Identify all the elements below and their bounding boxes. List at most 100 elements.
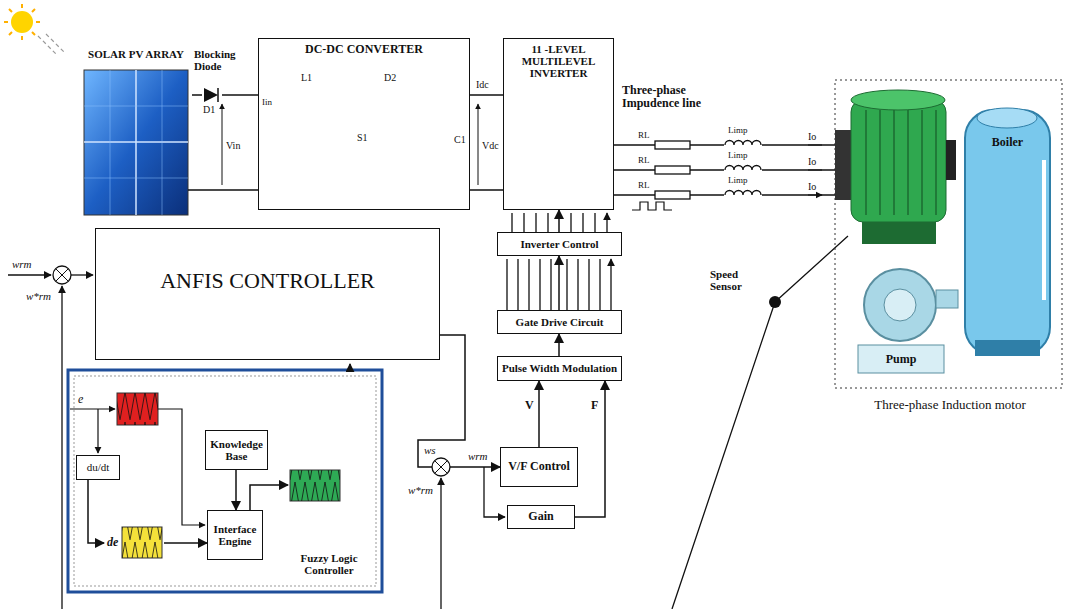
membership-function-plot — [117, 393, 158, 425]
sun-icon — [4, 4, 40, 40]
membership-function-plot — [290, 470, 340, 501]
inductor-symbol — [725, 191, 761, 196]
summing-junction — [432, 458, 450, 476]
connector — [558, 210, 560, 232]
part-name: D2 — [384, 72, 396, 83]
pump-illustration — [936, 290, 958, 308]
node-text: 11 -LEVEL MULTILEVEL INVERTER — [507, 43, 610, 79]
resistor-symbol — [655, 166, 690, 174]
part-name: Limp — [728, 126, 748, 136]
inductor-symbol — [724, 164, 762, 171]
part-name: RL — [638, 156, 650, 166]
signal-name: Idc — [476, 79, 489, 90]
connector — [88, 480, 104, 543]
diode-symbol — [217, 88, 219, 102]
node-text: Pulse Width Modulation — [502, 362, 617, 374]
inductor-symbol — [724, 139, 762, 146]
diode-symbol — [202, 86, 222, 104]
fuzzy-inset-frame — [68, 370, 382, 592]
pv-panel-illustration — [84, 70, 188, 215]
voltage-arrow — [222, 104, 223, 185]
membership-function-plot — [117, 393, 158, 425]
signal-name: Io — [808, 131, 816, 142]
sun-icon — [11, 11, 33, 33]
signal-name: w*rm — [408, 484, 433, 496]
inductor-symbol — [725, 141, 761, 146]
node-text: Three-phase Induction motor — [874, 398, 1026, 412]
controller-box: ANFIS CONTROLLER — [95, 228, 440, 360]
connector — [192, 94, 258, 96]
summing-junction — [435, 461, 447, 473]
connector — [575, 381, 605, 517]
induction-motor-illustration — [851, 100, 946, 222]
feedback-wire — [440, 478, 441, 609]
node-text: DC-DC CONVERTER — [305, 43, 423, 56]
signal-name: e — [78, 393, 83, 406]
inductor-symbol — [725, 166, 761, 171]
part-name: Limp — [728, 176, 748, 186]
connector — [164, 542, 207, 544]
boiler-illustration — [965, 108, 1050, 356]
part-name: L1 — [301, 72, 312, 83]
node-text: de — [107, 536, 118, 549]
process-box: Gate Drive Circuit — [497, 310, 622, 334]
pump: Pump — [858, 268, 944, 372]
membership-function-plot — [290, 470, 340, 501]
summing-junction — [53, 266, 71, 284]
summing-junction — [432, 458, 450, 476]
part-name: RL — [638, 131, 650, 141]
process-box: Knowledge Base — [205, 430, 268, 470]
node-text: Boiler — [992, 136, 1023, 149]
voltage-arrow — [478, 104, 479, 185]
signal-name: Io — [808, 181, 816, 192]
diode-symbol — [202, 86, 222, 104]
induction-motor-illustration — [946, 140, 956, 180]
sun-icon — [4, 4, 64, 54]
summing-junction — [56, 269, 68, 281]
node-text: Fuzzy Logic Controller — [291, 552, 367, 576]
pv-panel-illustration — [84, 70, 188, 215]
node-text: V/F Control — [508, 460, 570, 473]
derivative-box: du/dt — [76, 455, 120, 480]
induction-motor-illustration — [866, 110, 936, 215]
diode-symbol — [204, 88, 218, 102]
membership-box: de — [104, 527, 164, 559]
feedback-wire — [61, 286, 62, 609]
connector — [538, 381, 540, 447]
signal-name: Vin — [226, 140, 240, 151]
signal-name: Vdc — [482, 140, 499, 151]
pv-array: SOLAR PV ARRAY — [80, 46, 192, 218]
process-box: Inverter Control — [497, 232, 622, 256]
pump-illustration — [858, 345, 944, 373]
fuzzy-signal-wire — [158, 409, 205, 525]
connector — [558, 256, 560, 310]
boiler-illustration — [1042, 160, 1046, 300]
node-text: ANFIS CONTROLLER — [160, 269, 375, 293]
membership-function-plot — [122, 527, 162, 558]
induction-motor-illustration — [835, 90, 956, 244]
edge-label: V — [524, 398, 535, 413]
node-text: Gain — [528, 510, 553, 523]
speed-sensor — [672, 236, 848, 609]
membership-box: Fuzzy Logic Controller — [288, 468, 370, 578]
current-arrow — [808, 145, 822, 195]
fuzzy-signal-wire — [70, 409, 205, 525]
node-text: SOLAR PV ARRAY — [88, 48, 184, 60]
connector — [250, 485, 288, 510]
process-box: Interface Engine — [207, 510, 263, 560]
part-name: Limp — [728, 151, 748, 161]
fuzzy-inset-frame — [74, 376, 376, 586]
node-text: Gate Drive Circuit — [516, 316, 604, 328]
signal-name: ws — [424, 444, 436, 456]
signal-name: w*rm — [26, 290, 51, 302]
fuzzy-inset-frame — [68, 364, 382, 592]
induction-motor-illustration — [835, 130, 851, 200]
gain-box: Gain — [507, 505, 575, 529]
component-label: Blocking Diode — [194, 48, 252, 72]
pv-panel-illustration — [84, 70, 188, 215]
pv-panel-illustration — [84, 70, 188, 215]
feedback-wire — [8, 274, 51, 275]
feedback-wire — [71, 274, 93, 275]
node-text: du/dt — [87, 461, 110, 473]
fuzzy-signal-wire — [97, 409, 98, 453]
